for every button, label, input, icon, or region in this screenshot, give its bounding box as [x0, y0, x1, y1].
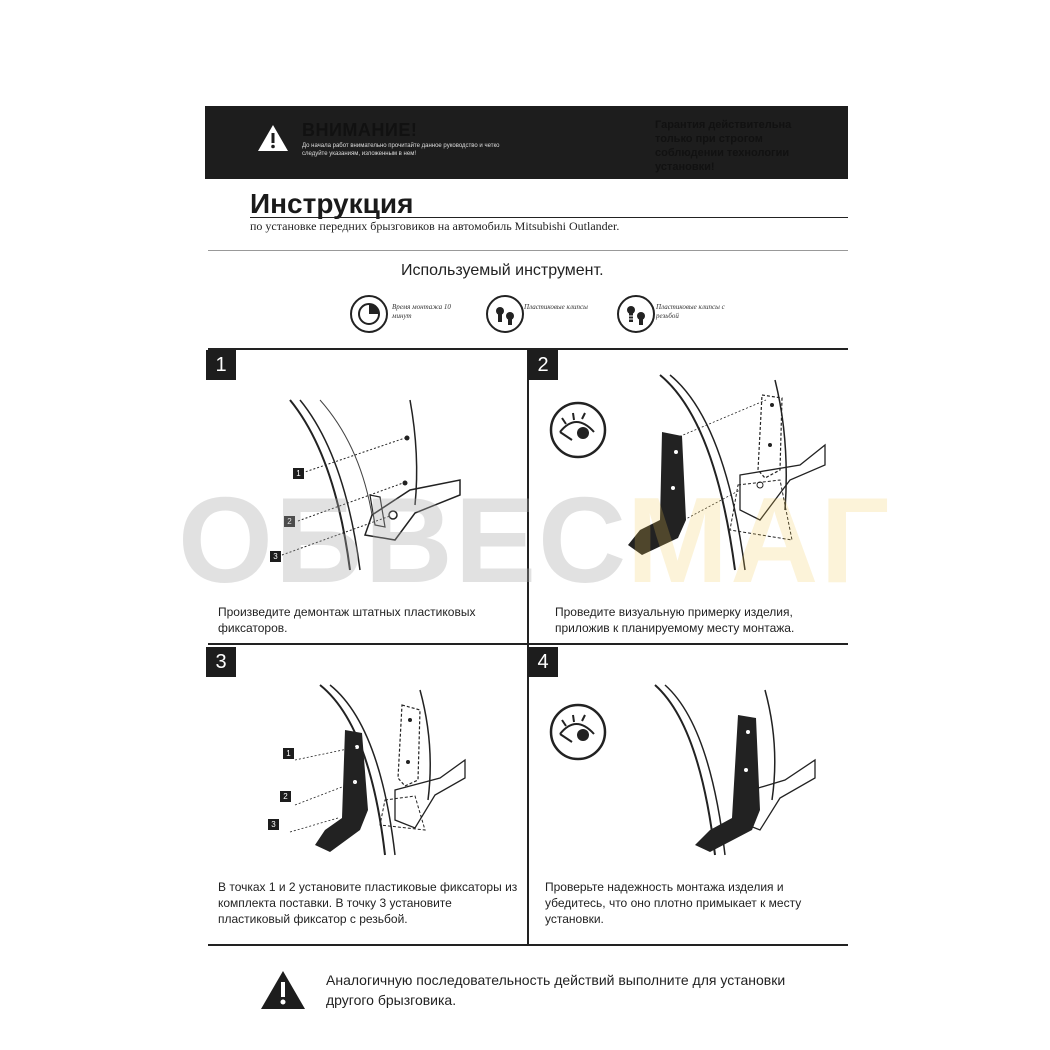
step-number-2: 2 [528, 350, 558, 380]
step-number-3: 3 [206, 647, 236, 677]
threaded-clips-icon [617, 295, 655, 333]
step-2-text: Проведите визуальную примерку изделия, п… [555, 605, 795, 635]
warning-icon [261, 971, 305, 1009]
tool-label-clips: Пластиковые клипсы [524, 303, 588, 311]
watermark-part-1: ОБВЕС [178, 472, 627, 608]
step-2-illustration [628, 374, 826, 571]
step-3-marker-1: 1 [283, 748, 294, 759]
step-3-illustration [289, 684, 466, 856]
warning-text: До начала работ внимательно прочитайте д… [302, 143, 500, 157]
step-number-4: 4 [528, 647, 558, 677]
warning-icon [258, 125, 288, 151]
eye-icon [549, 401, 607, 459]
warning-banner [205, 106, 848, 179]
watermark: ОБВЕСМАГ [178, 470, 889, 610]
plastic-clips-icon [486, 295, 524, 333]
watermark-part-2: МАГ [626, 472, 892, 608]
step-4-text: Проверьте надежность монтажа изделия и у… [545, 880, 802, 926]
tool-label-threaded-clips: Пластиковые клипсы с резьбой [656, 303, 725, 320]
step-1-marker-1: 1 [293, 468, 304, 479]
tool-label-time: Время монтажа 10 минут [392, 303, 451, 320]
guarantee-text: Гарантия действительна только при строго… [655, 119, 792, 173]
eye-icon [549, 703, 607, 761]
footer-note: Аналогичную последовательность действий … [326, 972, 786, 1008]
step-1-marker-2: 2 [284, 516, 295, 527]
step-1-illustration [281, 399, 461, 571]
warning-title: ВНИМАНИЕ! [302, 120, 418, 140]
step-3-marker-2: 2 [280, 791, 291, 802]
step-3-text: В точках 1 и 2 установите пластиковые фи… [218, 880, 518, 926]
step-3-marker-3: 3 [268, 819, 279, 830]
step-1-text: Произведите демонтаж штатных пластиковых… [218, 605, 476, 635]
step-number-1: 1 [206, 350, 236, 380]
tools-heading: Используемый инструмент. [401, 262, 604, 279]
title-divider [250, 217, 848, 218]
step-4-illustration [654, 684, 816, 856]
section-divider [208, 250, 848, 251]
document-subtitle: по установке передних брызговиков на авт… [250, 219, 620, 233]
step-1-marker-3: 3 [270, 551, 281, 562]
clock-icon [350, 295, 388, 333]
document-title: Инструкция [250, 188, 414, 219]
